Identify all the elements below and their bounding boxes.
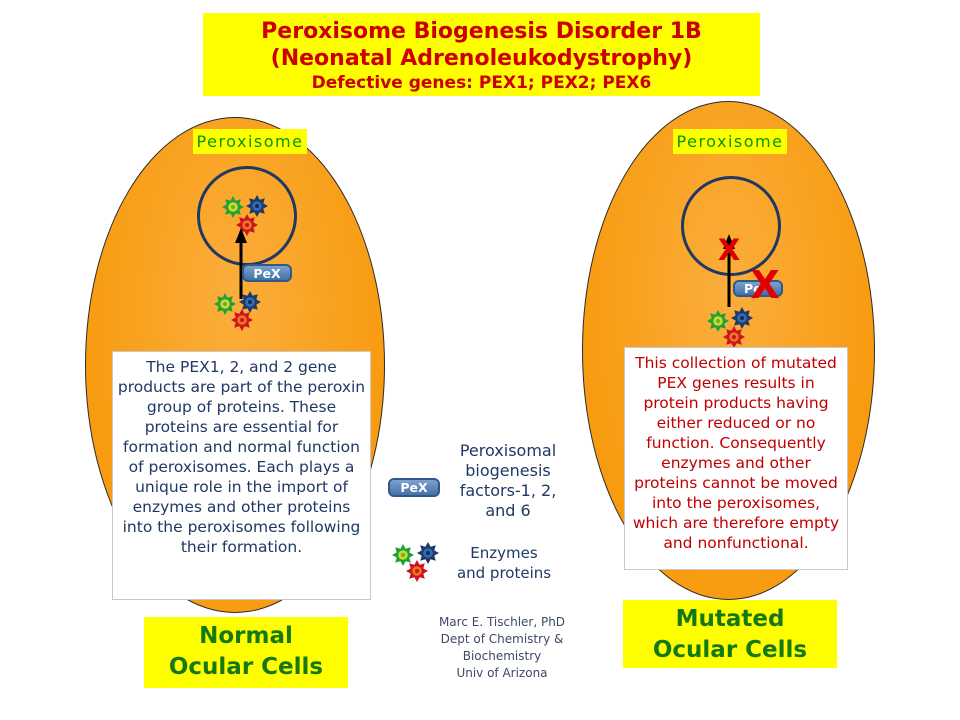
blocked-import-x-icon: X <box>717 233 741 267</box>
defective-pex-x-icon: X <box>750 263 780 307</box>
peroxisome-label-right: Peroxisome <box>673 129 787 154</box>
title-line2: (Neonatal Adrenoleukodystrophy) <box>270 46 693 71</box>
mutated-cell-description: This collection of mutated PEX genes res… <box>624 347 848 570</box>
legend-pex-badge: PeX <box>388 478 440 497</box>
peroxisome-label-left: Peroxisome <box>193 129 307 154</box>
legend-pex-description: Peroxisomal biogenesis factors-1, 2, and… <box>459 441 557 520</box>
enzyme-gear-red-icon <box>231 309 253 331</box>
title-banner: Peroxisome Biogenesis Disorder 1B (Neona… <box>203 13 760 96</box>
title-line1: Peroxisome Biogenesis Disorder 1B <box>261 19 702 44</box>
mutated-ocular-cells-caption: Mutated Ocular Cells <box>623 600 837 668</box>
peroxisome-membrane-circle-right <box>681 176 781 276</box>
attribution-text: Marc E. Tischler, PhD Dept of Chemistry … <box>438 615 566 680</box>
normal-cell-description: The PEX1, 2, and 2 gene products are par… <box>112 351 371 600</box>
normal-ocular-cells-caption: Normal Ocular Cells <box>144 617 348 688</box>
legend-gear-red-icon <box>406 560 428 582</box>
import-arrow-left <box>235 228 247 299</box>
title-line3: Defective genes: PEX1; PEX2; PEX6 <box>311 73 652 93</box>
pex-badge-left: PeX <box>242 264 292 282</box>
enzyme-gear-red-icon <box>723 326 745 348</box>
pex-badge-right: Pe <box>733 280 783 297</box>
import-arrow-right <box>723 234 735 307</box>
legend-enzymes-description: Enzymes and proteins <box>456 544 552 582</box>
